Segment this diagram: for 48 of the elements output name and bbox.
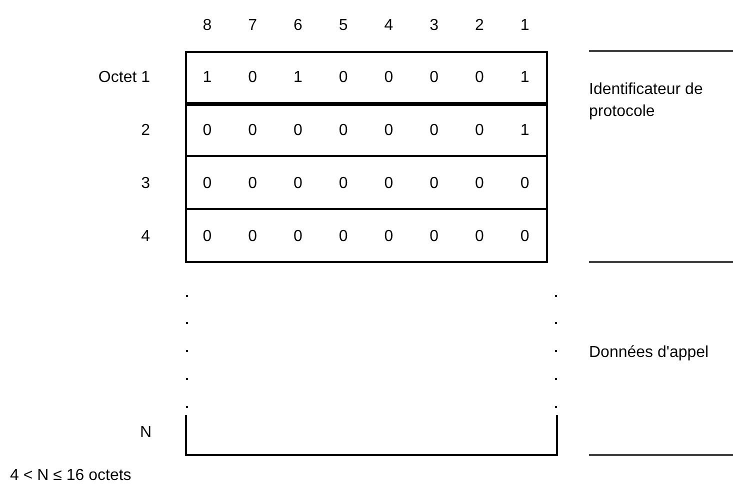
bit-value: 0 [248,123,257,139]
bit-value: 0 [430,229,438,245]
field-description: Identificateur de protocole [589,80,704,122]
bit-value: 0 [430,123,438,139]
bit-number: 3 [430,18,438,34]
bit-value: 0 [474,70,484,86]
note: 4 < N ≤ 16 octets [10,468,132,484]
bit-value: 0 [202,176,212,192]
octet-number: N [140,425,152,441]
bit-value: 1 [520,70,530,86]
bit-value: 0 [248,229,257,245]
bit-number: 2 [474,18,484,34]
bit-value: 0 [474,123,484,139]
bit-value: 0 [293,229,302,245]
bit-value: 0 [430,70,438,86]
bit-number: 8 [202,18,212,34]
bit-value: 0 [430,176,438,192]
bit-value: 0 [520,176,530,192]
bit-value: 0 [474,229,484,245]
bit-value: 0 [384,70,394,86]
octet-number: 3 [141,176,150,192]
octet-number: 2 [141,123,150,139]
bit-value: 0 [338,70,348,86]
bit-value: 1 [520,123,530,139]
bit-value: 1 [293,70,302,86]
bit-value: 0 [248,70,257,86]
bit-value: 1 [202,70,212,86]
bit-value: 0 [520,229,530,245]
bit-number: 7 [248,18,257,34]
bit-number: 4 [384,18,394,34]
bit-value: 0 [384,176,394,192]
bit-value: 0 [474,176,484,192]
field-description: Données d'appel [589,343,710,363]
bit-value: 0 [293,176,302,192]
bit-value: 0 [338,176,348,192]
bit-value: 0 [384,123,394,139]
bit-value: 0 [202,123,212,139]
bit-value: 0 [338,229,348,245]
bit-value: 0 [384,229,394,245]
bit-value: 0 [202,229,212,245]
octet-number: Octet 1 [98,70,150,86]
bit-number: 5 [338,18,348,34]
bit-number: 1 [520,18,530,34]
bit-number: 6 [293,18,302,34]
bit-value: 0 [293,123,302,139]
bit-value: 0 [338,123,348,139]
bit-value: 0 [248,176,257,192]
octet-number: 4 [141,229,150,245]
